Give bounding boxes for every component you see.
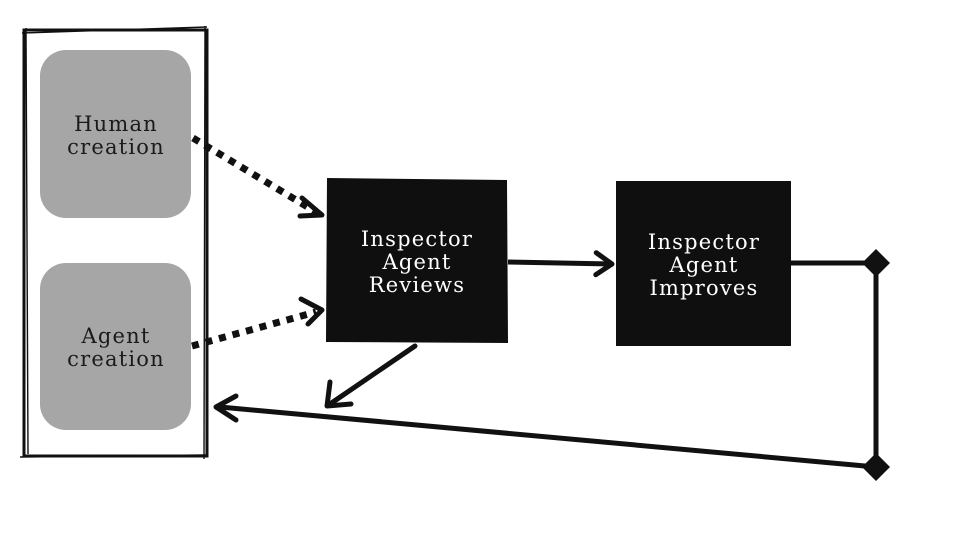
human-creation-line-2: creation bbox=[67, 135, 165, 159]
svg-text:creation: creation bbox=[67, 135, 165, 159]
human-creation-node[interactable]: Human creation bbox=[40, 50, 191, 218]
edge-reviews-feedback bbox=[324, 343, 418, 409]
svg-text:Agent: Agent bbox=[669, 253, 739, 277]
human-creation-line-1: Human bbox=[74, 112, 158, 136]
reviews-line-3: Reviews bbox=[369, 273, 465, 297]
inspector-reviews-node[interactable]: Inspector Agent Reviews bbox=[326, 178, 508, 343]
edge-improves-loop-back bbox=[213, 249, 890, 481]
edge-agent-to-reviews bbox=[191, 296, 325, 350]
svg-text:Improves: Improves bbox=[649, 276, 758, 300]
svg-text:Inspector: Inspector bbox=[361, 227, 473, 251]
inspector-improves-node[interactable]: Inspector Agent Improves bbox=[616, 181, 791, 346]
corner-diamond-bottom bbox=[862, 453, 890, 481]
agent-creation-line-1: Agent bbox=[81, 324, 151, 348]
corner-diamond-top bbox=[862, 249, 890, 277]
svg-text:Human: Human bbox=[74, 112, 158, 136]
improves-line-1: Inspector bbox=[648, 230, 760, 254]
edge-reviews-to-improves bbox=[507, 250, 615, 278]
improves-line-2: Agent bbox=[669, 253, 739, 277]
edge-human-to-reviews bbox=[191, 135, 325, 219]
svg-text:Inspector: Inspector bbox=[648, 230, 760, 254]
reviews-line-2: Agent bbox=[382, 250, 452, 274]
svg-text:Reviews: Reviews bbox=[369, 273, 465, 297]
reviews-line-1: Inspector bbox=[361, 227, 473, 251]
improves-line-3: Improves bbox=[649, 276, 758, 300]
svg-text:Agent: Agent bbox=[382, 250, 452, 274]
svg-text:creation: creation bbox=[67, 347, 165, 371]
agent-creation-line-2: creation bbox=[67, 347, 165, 371]
creation-sources-container bbox=[19, 25, 209, 460]
agent-creation-node[interactable]: Agent creation bbox=[40, 263, 191, 430]
svg-text:Agent: Agent bbox=[81, 324, 151, 348]
